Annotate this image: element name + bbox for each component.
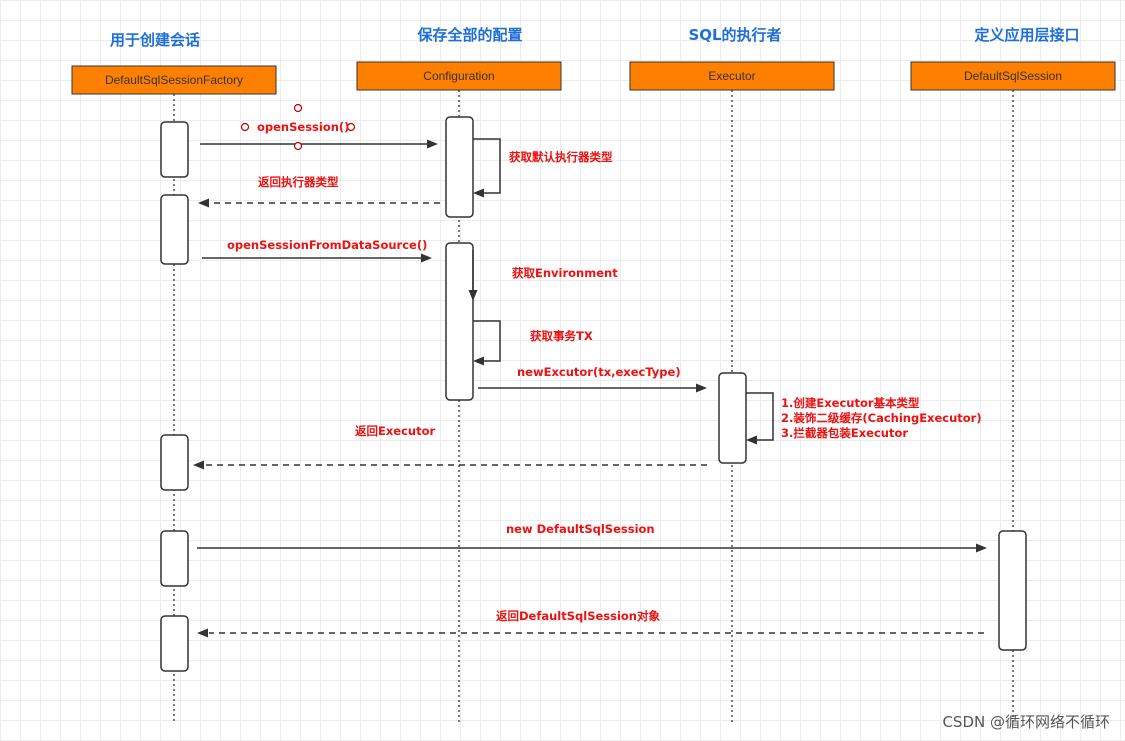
activation-factory-2 — [160, 194, 189, 265]
label-get-default-executor-type: 获取默认执行器类型 — [509, 150, 613, 164]
selection-handle-top[interactable] — [293, 103, 303, 113]
return-executor-type: 返回执行器类型 — [198, 175, 440, 208]
label-executor-step-3: 3.拦截器包装Executor — [781, 426, 908, 440]
message-open-session-from-datasource: openSessionFromDataSource() — [202, 238, 432, 263]
participant-factory-label: DefaultSqlSessionFactory — [105, 73, 243, 87]
header-configuration: 保存全部的配置 — [416, 26, 522, 44]
header-factory: 用于创建会话 — [110, 31, 200, 49]
participant-configuration-label: Configuration — [423, 69, 494, 83]
label-return-default-sql-session: 返回DefaultSqlSession对象 — [496, 609, 660, 623]
label-get-tx: 获取事务TX — [530, 329, 593, 343]
participant-configuration[interactable]: Configuration — [356, 61, 562, 91]
activation-configuration-1 — [445, 116, 474, 218]
activation-factory-3 — [160, 434, 189, 491]
message-open-session: openSession() — [200, 103, 438, 151]
self-call-get-tx: 获取事务TX — [473, 320, 593, 366]
label-new-default-sql-session: new DefaultSqlSession — [506, 522, 655, 536]
selection-handle-bottom[interactable] — [293, 141, 303, 151]
get-environment: 获取Environment — [468, 250, 618, 301]
label-get-environment: 获取Environment — [512, 266, 618, 280]
label-open-session-from-datasource: openSessionFromDataSource() — [227, 238, 427, 252]
activation-factory-4 — [160, 530, 189, 587]
label-return-executor-type: 返回执行器类型 — [258, 175, 339, 189]
participant-factory[interactable]: DefaultSqlSessionFactory — [71, 65, 277, 95]
watermark: CSDN @循环网络不循环 — [942, 713, 1110, 731]
participant-executor-label: Executor — [708, 69, 755, 83]
activation-factory-1 — [160, 121, 189, 178]
label-return-executor: 返回Executor — [355, 424, 435, 438]
selection-handle-left[interactable] — [240, 122, 250, 132]
header-sqlsession: 定义应用层接口 — [974, 26, 1079, 44]
message-new-executor: newExcutor(tx,execType) — [478, 365, 707, 393]
label-new-executor: newExcutor(tx,execType) — [517, 365, 681, 379]
selection-handle-right[interactable] — [346, 122, 356, 132]
activation-executor — [718, 372, 747, 464]
activation-configuration-2 — [445, 242, 474, 401]
activation-sqlsession — [998, 530, 1027, 651]
return-executor: 返回Executor — [193, 424, 707, 470]
self-call-get-default-executor-type: 获取默认执行器类型 — [473, 138, 613, 198]
participant-sqlsession[interactable]: DefaultSqlSession — [910, 61, 1116, 91]
return-default-sql-session: 返回DefaultSqlSession对象 — [197, 609, 984, 638]
participant-sqlsession-label: DefaultSqlSession — [964, 69, 1062, 83]
activation-factory-5 — [160, 615, 189, 672]
participant-executor[interactable]: Executor — [629, 61, 835, 91]
self-call-executor-build: 1.创建Executor基本类型 2.装饰二级缓存(CachingExecuto… — [746, 392, 982, 445]
label-executor-step-2: 2.装饰二级缓存(CachingExecutor) — [781, 411, 982, 425]
message-new-default-sql-session: new DefaultSqlSession — [197, 522, 987, 553]
label-open-session: openSession() — [257, 120, 349, 134]
header-executor: SQL的执行者 — [688, 26, 781, 44]
label-executor-step-1: 1.创建Executor基本类型 — [781, 396, 920, 410]
